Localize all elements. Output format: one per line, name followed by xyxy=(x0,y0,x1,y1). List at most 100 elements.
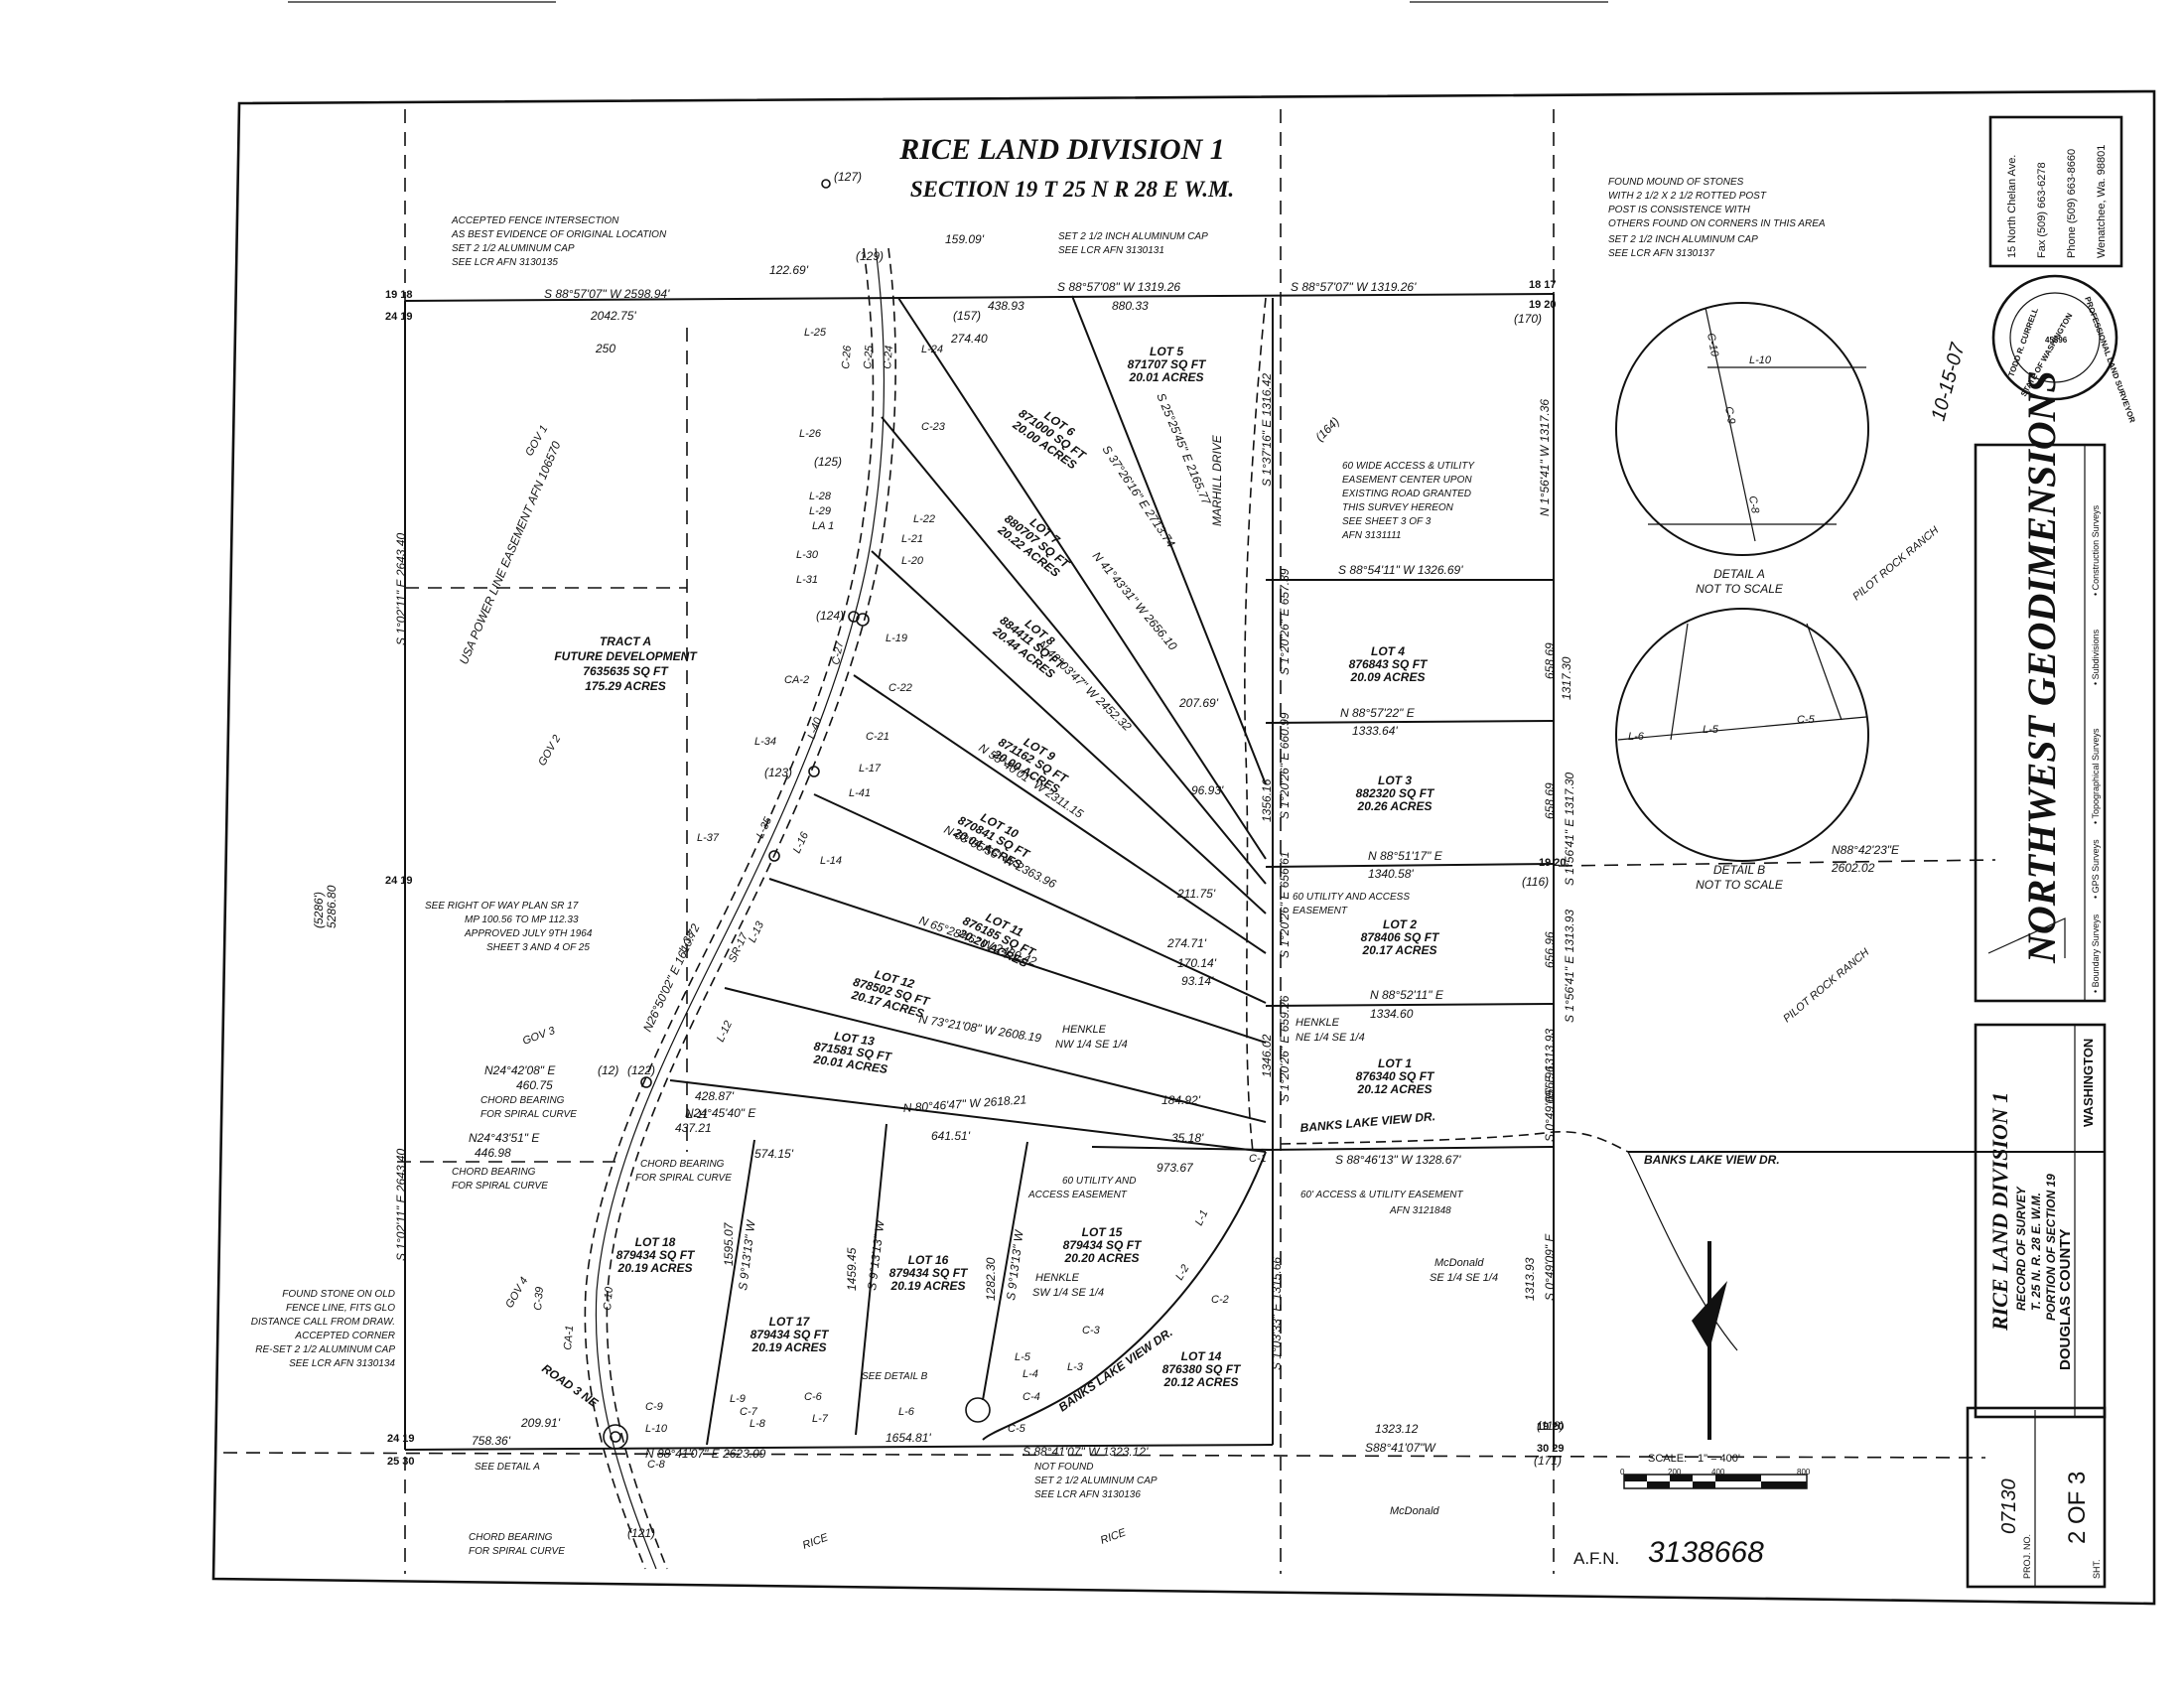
svg-text:CHORD BEARING: CHORD BEARING xyxy=(480,1095,565,1106)
firm-service: • Boundary Surveys xyxy=(2091,914,2101,993)
distance-lot13-c: 428.87' xyxy=(695,1089,735,1103)
curve-label: CA-2 xyxy=(784,674,809,686)
distance-road-12: 122.69' xyxy=(769,263,809,277)
parcel-number: (122) xyxy=(627,1063,655,1077)
banks-drive-label: BANKS LAKE VIEW DR. xyxy=(1299,1109,1435,1135)
bearing-lower-mid: S 1°03'33" E 1315.66 xyxy=(1270,1257,1284,1370)
project-state-strip xyxy=(2074,1024,2106,1418)
lot-line xyxy=(1265,863,1555,868)
project-portion: PORTION OF SECTION 19 xyxy=(2044,1174,2058,1321)
svg-text:60 UTILITY AND ACCESS: 60 UTILITY AND ACCESS xyxy=(1293,892,1410,903)
sr17-west-edge xyxy=(584,247,875,1570)
lot-line xyxy=(871,550,1267,915)
svg-text:878406 SQ FT: 878406 SQ FT xyxy=(1361,930,1440,944)
owner-henkle-quarter: NW 1/4 SE 1/4 xyxy=(1055,1039,1128,1051)
sheet-number: 2 OF 3 xyxy=(2064,1472,2091,1544)
distance-lower-right: 1313.93 xyxy=(1523,1257,1537,1301)
svg-text:SEE SHEET 3 OF 3: SEE SHEET 3 OF 3 xyxy=(1342,516,1432,527)
bearing-west-1: S 1°02'11" E 2643.40 xyxy=(394,532,408,645)
svg-text:879434 SQ FT: 879434 SQ FT xyxy=(616,1248,696,1262)
note-utility60b: 60 UTILITY AND ACCESS EASEMENT xyxy=(1027,1176,1136,1200)
lot-line xyxy=(897,297,1267,860)
curve-label: L-1 xyxy=(1193,1208,1211,1227)
south-section-line xyxy=(222,1452,1986,1459)
note-spiral-2: CHORD BEARING FOR SPIRAL CURVE xyxy=(452,1167,548,1192)
svg-text:FOR SPIRAL CURVE: FOR SPIRAL CURVE xyxy=(452,1181,548,1192)
lot-line xyxy=(881,416,1267,885)
firm-service: • GPS Surveys xyxy=(2091,839,2101,899)
svg-text:CHORD BEARING: CHORD BEARING xyxy=(452,1167,536,1178)
curve-label: C-23 xyxy=(921,421,946,433)
svg-text:LOT 16: LOT 16 xyxy=(908,1253,949,1267)
curve-label: C-25 xyxy=(862,345,876,370)
bearing-lot16: S 9°13'13" W xyxy=(1004,1228,1026,1302)
curve-label: C-6 xyxy=(804,1391,823,1403)
svg-text:ACCEPTED FENCE INTERSECTION: ACCEPTED FENCE INTERSECTION xyxy=(451,215,619,226)
seal-number: 45896 xyxy=(2045,336,2068,345)
curve-label: L-30 xyxy=(796,549,819,561)
bearing-lot18: S 9°13'13" W xyxy=(736,1218,758,1292)
surveyor-seal-inner xyxy=(2009,292,2101,383)
lot-line xyxy=(982,1141,1028,1401)
curve-label: L-41 xyxy=(849,787,871,799)
curve-label: C-7 xyxy=(740,1406,758,1418)
bearing-south-east-b: S88°41'07"W xyxy=(1365,1441,1436,1455)
distance-lot2-north: 1340.58' xyxy=(1368,867,1414,881)
sheet-number-label: SHT. xyxy=(2092,1559,2102,1579)
bearing-north-east: S 88°57'07" W 1319.26' xyxy=(1291,280,1417,294)
parcel-number: (116) xyxy=(1522,875,1549,889)
owner-mcdonald-quarter: SE 1/4 SE 1/4 xyxy=(1430,1272,1498,1284)
distance-south-a: 209.91' xyxy=(520,1416,561,1430)
bearing-east-2: S 1°56'41" E 1317.30 xyxy=(1563,773,1576,886)
lot-line xyxy=(853,674,1267,954)
lot-line xyxy=(706,1139,755,1446)
detail-a-title: DETAIL A xyxy=(1713,567,1765,581)
bearing-east-out: N88°42'23"E xyxy=(1832,843,1900,857)
curve-label: L-7 xyxy=(812,1413,829,1425)
parcel-number: (125) xyxy=(814,455,842,469)
svg-text:LOT 13: LOT 13 xyxy=(833,1029,876,1049)
curve-label: L-24 xyxy=(921,344,943,355)
owner-mcdonald: McDonald xyxy=(1390,1505,1439,1517)
detail-a-label: C-8 xyxy=(1746,494,1761,514)
svg-text:NOT FOUND: NOT FOUND xyxy=(1034,1462,1093,1473)
distance-road-10: 274.40 xyxy=(950,332,988,346)
svg-text:20.26 ACRES: 20.26 ACRES xyxy=(1357,799,1433,813)
see-detail-a: SEE DETAIL A xyxy=(475,1462,540,1473)
distance-road-4: 274.71' xyxy=(1166,936,1207,950)
detail-b-subtitle: NOT TO SCALE xyxy=(1696,878,1784,892)
lot-line xyxy=(1091,1146,1274,1151)
svg-text:20.19 ACRES: 20.19 ACRES xyxy=(751,1340,827,1354)
firm-name: NORTHWEST GEODIMENSIONS xyxy=(2019,370,2064,964)
svg-text:FOR SPIRAL CURVE: FOR SPIRAL CURVE xyxy=(635,1173,732,1184)
banks-lake-view-drive xyxy=(982,1151,1267,1441)
project-township: T. 25 N. R. 28 E. W.M. xyxy=(2029,1193,2043,1311)
owner-henkle: HENKLE xyxy=(1296,1017,1340,1029)
svg-text:SET 2 1/2 ALUMINUM CAP: SET 2 1/2 ALUMINUM CAP xyxy=(1034,1476,1158,1486)
curve-label: CA-1 xyxy=(562,1325,576,1350)
seal-text: PROFESSIONAL LAND SURVEYOR xyxy=(2083,296,2136,425)
svg-text:ACCEPTED CORNER: ACCEPTED CORNER xyxy=(294,1331,395,1341)
detail-b-line xyxy=(1670,623,1689,741)
svg-text:20.17 ACRES: 20.17 ACRES xyxy=(1362,943,1437,957)
easement-line xyxy=(1627,1151,1738,1351)
bearing-mid-2: S 1°20'26" E 660.99 xyxy=(1278,712,1292,819)
chord-bearing-1: N24°42'08" E xyxy=(484,1063,556,1077)
firm-service: • Subdivisions xyxy=(2091,629,2101,685)
gov-lot-label: GOV 4 xyxy=(503,1275,530,1310)
sheet-number-box xyxy=(1966,1406,2107,1589)
see-detail-b: SEE DETAIL B xyxy=(862,1371,928,1382)
gov-lot-label: GOV 3 xyxy=(521,1025,558,1048)
owner-henkle: HENKLE xyxy=(1035,1272,1080,1284)
curve-label: L-26 xyxy=(799,428,822,440)
svg-text:FOUND STONE ON OLD: FOUND STONE ON OLD xyxy=(282,1289,395,1300)
svg-text:879434 SQ FT: 879434 SQ FT xyxy=(889,1266,969,1280)
distance-road-8: 35.18' xyxy=(1171,1131,1204,1145)
south-boundary xyxy=(404,1444,1274,1451)
bearing-lot8-side: N 48°03'47" W 2452.32 xyxy=(1035,637,1135,734)
north-arrow-icon xyxy=(1692,1241,1727,1440)
marhill-drive-label: MARHILL DRIVE xyxy=(1210,434,1224,526)
